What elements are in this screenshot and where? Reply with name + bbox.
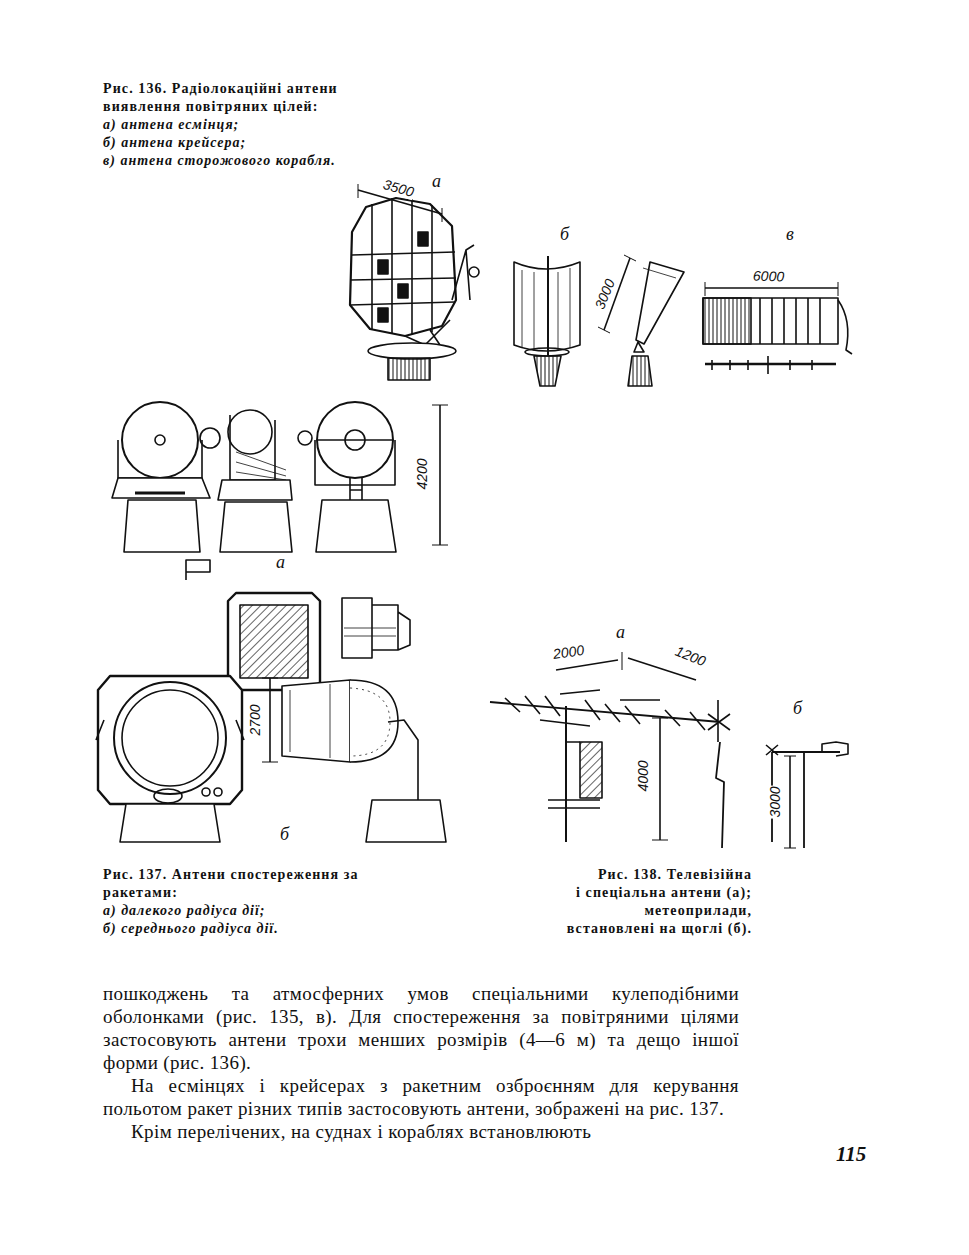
figure-caption: Рис. 136. Радіолокаційні антени виявленн… xyxy=(103,80,395,116)
medium-range-tracking-antenna xyxy=(96,593,446,842)
body-paragraph: Крім перелічених, на суднах і кораблях в… xyxy=(103,1120,739,1143)
dimension: 6000 xyxy=(752,267,786,284)
dimension: 3000 xyxy=(767,785,783,818)
figure-caption: встановлені на щоглі (б). xyxy=(460,920,752,938)
dimension: 3500 xyxy=(380,176,416,201)
page-number: 115 xyxy=(836,1142,866,1166)
subfigure-letter: в xyxy=(786,224,794,244)
subfigure-letter: б xyxy=(560,224,569,244)
subfigure-letter: а xyxy=(276,552,285,572)
caption-item: б) антена крейсера; xyxy=(103,134,246,152)
cruiser-antenna xyxy=(514,255,684,386)
dimension: 1200 xyxy=(672,642,709,669)
subfigure-letter: б xyxy=(793,698,802,718)
subfigure-letter: а xyxy=(616,622,625,642)
dimension: 4200 xyxy=(414,457,430,490)
long-range-tracking-antenna xyxy=(112,402,448,580)
dimension: 4000 xyxy=(635,759,651,792)
subfigure-letter: а xyxy=(432,171,441,191)
tv-and-special-antenna xyxy=(490,652,720,842)
dimension: 2700 xyxy=(247,703,263,736)
figure-caption: і спеціальна антени (а); xyxy=(460,884,752,902)
body-paragraph: На есмінцях і крейсерах з ракетним озбро… xyxy=(103,1074,739,1120)
caption-item: а) далекого радіуса дії; xyxy=(103,902,266,920)
subfigure-letter: б xyxy=(280,824,289,844)
destroyer-antenna xyxy=(350,184,479,380)
figure-caption: Рис. 138. Телевізійна xyxy=(460,866,752,884)
dimension: 2000 xyxy=(551,642,586,662)
figure-caption: метеоприлади, xyxy=(460,902,752,920)
patrol-ship-antenna xyxy=(703,282,852,374)
figure-caption: Рис. 137. Антени спостереження за ракета… xyxy=(103,866,421,902)
caption-item: в) антена сторожового корабля. xyxy=(103,152,336,170)
dimension: 3000 xyxy=(591,276,618,313)
caption-item: б) середнього радіуса дії. xyxy=(103,920,279,938)
caption-item: а) антена есмінця; xyxy=(103,116,239,134)
weather-instruments-mast xyxy=(708,700,848,848)
body-paragraph: пошкоджень та атмосферних умов спеціальн… xyxy=(103,982,739,1074)
